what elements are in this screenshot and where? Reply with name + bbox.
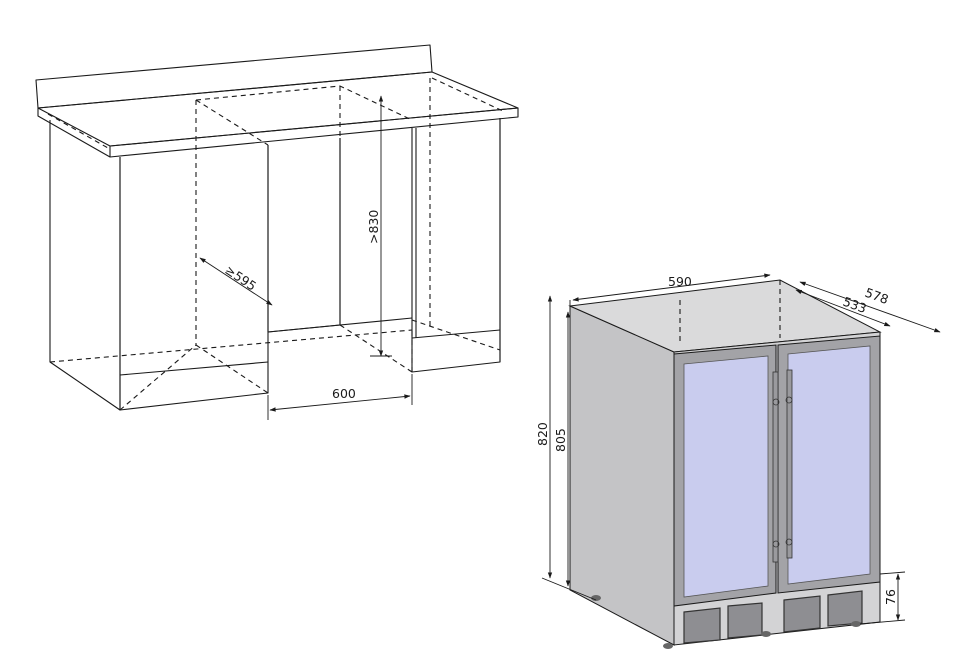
right-door-handle: [786, 369, 793, 559]
left-door-glass: [683, 355, 769, 598]
right-door-glass: [787, 345, 871, 585]
cabinet-width-label: 600: [332, 386, 356, 401]
left-door-handle: [772, 371, 779, 563]
cooler-drawing: 590 578 533 820 805 76: [535, 273, 941, 649]
cooler-height-body-label: 805: [553, 428, 568, 452]
cooler-width-label: 590: [668, 274, 692, 289]
cooler-side: [569, 305, 675, 646]
cabinet-left-side: [49, 120, 121, 411]
cooler-base-label: 76: [883, 589, 898, 605]
vent-grille: [683, 590, 863, 644]
cabinet-depth-label: ≥595: [222, 262, 259, 294]
cabinet-countertop-edge: [109, 107, 519, 158]
cabinet-countertop: [37, 71, 519, 147]
cabinet-drawing: >830 ≥595 600: [35, 44, 519, 420]
cabinet-backsplash: [35, 44, 433, 109]
cabinet-height-label: >830: [366, 210, 381, 244]
cooler-height-total-label: 820: [535, 422, 550, 446]
